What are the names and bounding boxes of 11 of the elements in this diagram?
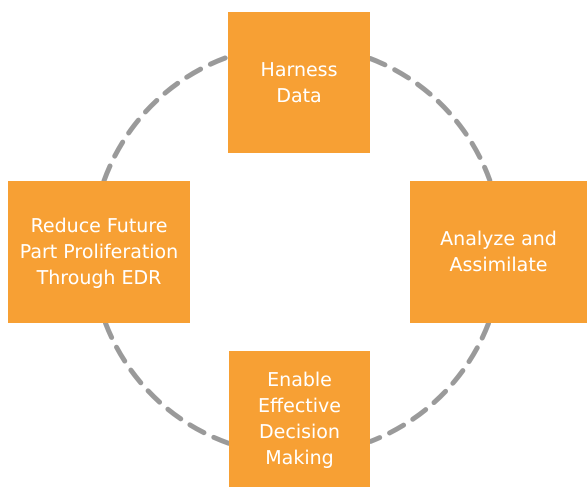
process-box <box>8 181 190 323</box>
process-box <box>229 351 370 487</box>
box-label: Enable Effective Decision Making <box>257 368 342 471</box>
dashed-connector <box>102 54 230 184</box>
dashed-connector <box>103 320 232 446</box>
box-label: Analyze and Assimilate <box>439 227 558 278</box>
process-box <box>228 12 370 153</box>
dashed-connector <box>368 320 491 444</box>
box-label: Reduce Future Part Proliferation Through EDR <box>18 214 180 291</box>
box-label: Harness Data <box>260 58 338 108</box>
process-box <box>410 181 587 323</box>
